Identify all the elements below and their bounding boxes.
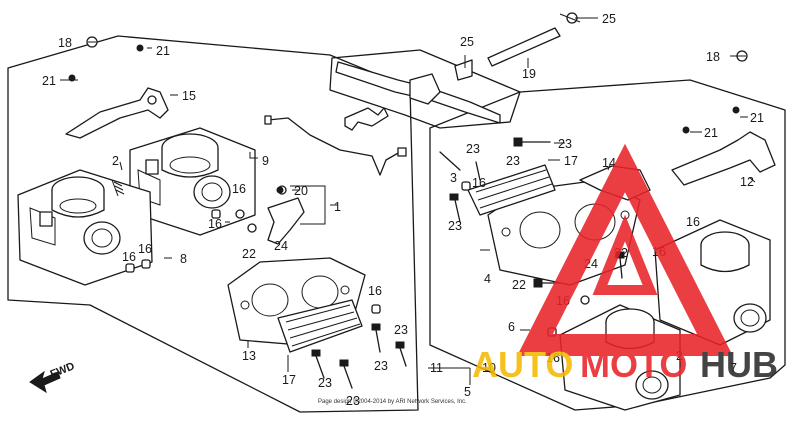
inner-triangle-icon: [592, 214, 658, 295]
watermark-text-auto: AUTO: [472, 344, 573, 385]
callout-16f: 16: [472, 176, 486, 190]
lever-link: [344, 107, 389, 131]
callout-16d: 16: [122, 250, 136, 264]
bracket-15: [65, 87, 169, 139]
callout-3: 3: [450, 171, 457, 185]
spring-2: [111, 179, 125, 197]
rod-end-a: [264, 115, 272, 125]
callout-17b: 17: [564, 154, 578, 168]
bracket-15-hole: [147, 95, 157, 105]
screws-23-left: [311, 304, 407, 389]
callout-21c: 21: [704, 126, 718, 140]
callout-23f: 23: [558, 137, 572, 151]
callout-11: 11: [430, 361, 443, 375]
callout-2a: 2: [112, 154, 119, 168]
fwd-label: FWD: [49, 360, 77, 381]
callout-14: 14: [602, 156, 616, 170]
callout-23a: 23: [318, 376, 332, 390]
callout-18b: 18: [706, 50, 720, 64]
callout-6: 6: [508, 320, 515, 334]
callout-24a: 24: [274, 239, 288, 253]
cap-16d: [141, 259, 151, 269]
callout-10: 10: [482, 361, 496, 375]
screw-22a: [247, 223, 257, 233]
callout-16b: 16: [208, 217, 222, 231]
fwd-arrow-icon: [29, 370, 61, 394]
callout-16a: 16: [232, 182, 246, 196]
link-rod: [267, 117, 401, 176]
clip-25a: [454, 59, 473, 81]
callout-25a: 25: [460, 35, 474, 49]
warning-triangle-icon: [517, 143, 733, 356]
callout-17a: 17: [282, 373, 296, 387]
callout-15: 15: [182, 89, 196, 103]
callout-23c: 23: [374, 359, 388, 373]
callout-12: 12: [740, 175, 754, 189]
callout-23g: 23: [506, 154, 520, 168]
callout-18a: 18: [58, 36, 72, 50]
callout-4: 4: [484, 272, 491, 286]
carburetor-9: [129, 127, 256, 236]
callout-23d: 23: [394, 323, 408, 337]
carburetor-right-rear: [654, 219, 771, 346]
shaft-19: [487, 27, 561, 67]
carburetor-8: [17, 169, 153, 286]
callout-9: 9: [262, 154, 269, 168]
callout-16g: 16: [686, 215, 700, 229]
rod-end-b: [397, 147, 407, 157]
link-arm-24: [267, 197, 305, 245]
callout-23e: 23: [466, 142, 480, 156]
callout-1: 1: [334, 200, 341, 214]
callout-labels: 18 21 21 15 2 9 16 16 20 1 22 24 16 16 8…: [42, 12, 764, 408]
bracket-12: [671, 131, 776, 186]
callout-21a: 21: [156, 44, 170, 58]
callout-20: 20: [294, 184, 308, 198]
clip-25b-line: [559, 13, 581, 23]
callout-22b: 22: [512, 278, 526, 292]
callout-23b: 23: [346, 394, 360, 408]
left-assembly-outline: [7, 35, 419, 413]
leader-lines: [60, 17, 756, 385]
cap-16b: [211, 209, 221, 219]
callout-21b: 21: [42, 74, 56, 88]
right-assembly-outline: [429, 79, 786, 411]
callout-25b: 25: [602, 12, 616, 26]
callout-8: 8: [180, 252, 187, 266]
callout-21d: 21: [750, 111, 764, 125]
callout-23h: 23: [448, 219, 462, 233]
fasteners-top: [68, 44, 740, 194]
watermark-text-hub: HUB: [700, 344, 778, 385]
screw-16b: [235, 209, 245, 219]
throttle-cam: [409, 73, 441, 105]
callout-5: 5: [464, 385, 471, 399]
fwd-indicator: FWD: [29, 360, 77, 394]
callout-13: 13: [242, 349, 256, 363]
copyright-notice: Page design ©2004-2014 by ARI Network Se…: [318, 398, 467, 405]
shaft-group-outline: [329, 49, 521, 129]
bracket-1: [290, 185, 326, 225]
screen-17b: [467, 164, 556, 216]
callout-16e: 16: [368, 284, 382, 298]
cap-16c: [125, 263, 135, 273]
callout-19: 19: [522, 67, 536, 81]
screen-17a: [277, 299, 363, 353]
watermark-text-moto: MOTO: [580, 344, 687, 385]
watermark-logo: AUTO MOTO HUB: [472, 143, 778, 385]
callout-16c: 16: [138, 242, 152, 256]
callout-22a: 22: [242, 247, 256, 261]
callout-7: 7: [730, 361, 737, 375]
